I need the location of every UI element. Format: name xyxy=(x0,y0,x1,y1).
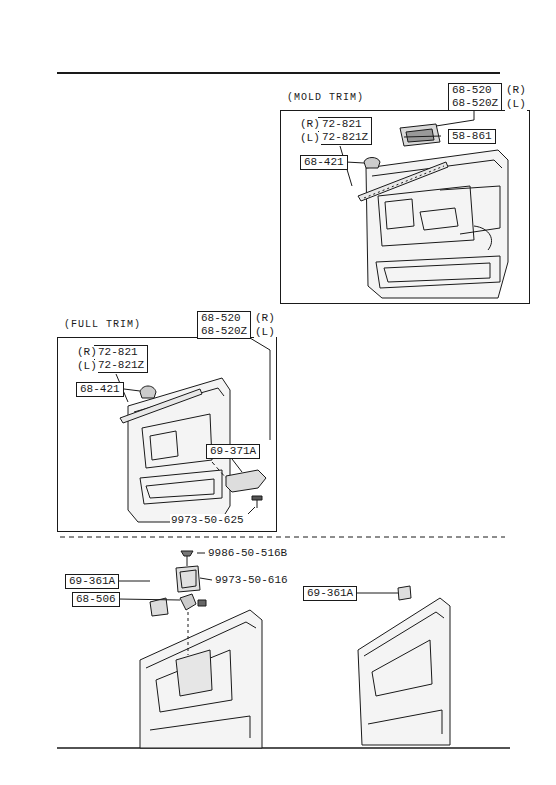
part-number: 69-361A xyxy=(69,575,115,588)
group-heading: (FULL TRIM) xyxy=(62,319,143,331)
side-marker: (L) xyxy=(505,98,527,111)
part-number-box: 72-82172-821Z xyxy=(318,117,372,145)
part-number-box: 69-361A xyxy=(303,586,357,601)
side-marker: (R) xyxy=(76,346,98,359)
part-number-box: 68-421 xyxy=(76,382,124,397)
part-number: 72-821Z xyxy=(322,131,368,144)
fastener-number: 9973-50-616 xyxy=(214,574,289,587)
part-number: 69-371A xyxy=(210,445,256,458)
part-number-box: 58-861 xyxy=(448,129,496,144)
part-number: 69-361A xyxy=(307,587,353,600)
part-number-box: 69-371A xyxy=(206,444,260,459)
part-number: 68-520Z xyxy=(452,97,498,110)
part-number-box: 68-421 xyxy=(300,155,348,170)
part-number: 68-520Z xyxy=(201,325,247,338)
part-number-box: 72-82172-821Z xyxy=(94,345,148,373)
part-number: 58-861 xyxy=(452,130,492,143)
side-marker: (L) xyxy=(299,132,321,145)
side-marker: (R) xyxy=(299,118,321,131)
part-number: 72-821 xyxy=(322,118,368,131)
part-number-box: 69-361A xyxy=(65,574,119,589)
part-number: 68-520 xyxy=(452,84,498,97)
fastener-number: 9973-50-625 xyxy=(170,514,245,527)
part-number-box: 68-52068-520Z xyxy=(448,83,502,111)
part-number: 72-821Z xyxy=(98,359,144,372)
side-marker: (R) xyxy=(254,312,276,325)
side-marker: (L) xyxy=(254,326,276,339)
part-number-box: 68-506 xyxy=(72,592,120,607)
part-number: 68-421 xyxy=(304,156,344,169)
part-number: 68-520 xyxy=(201,312,247,325)
part-number: 68-421 xyxy=(80,383,120,396)
fastener-number: 9986-50-516B xyxy=(207,547,288,560)
group-heading: (MOLD TRIM) xyxy=(285,92,366,104)
side-marker: (L) xyxy=(76,360,98,373)
part-number-box: 68-52068-520Z xyxy=(197,311,251,339)
part-number: 68-506 xyxy=(76,593,116,606)
part-number: 72-821 xyxy=(98,346,144,359)
side-marker: (R) xyxy=(505,84,527,97)
